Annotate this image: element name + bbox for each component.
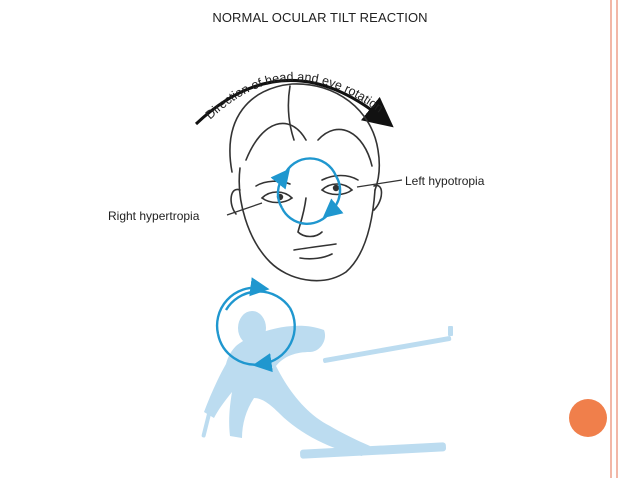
diagram-title: NORMAL OCULAR TILT REACTION [212, 10, 428, 25]
slide-edge-line-outer [610, 0, 612, 478]
head-rotation-arrow [194, 79, 394, 128]
right-hypertropia-leader-line [226, 202, 263, 216]
skier-silhouette [201, 311, 453, 459]
right-hypertropia-label: Right hypertropia [108, 209, 200, 223]
decorative-orb [569, 399, 607, 437]
left-hypotropia-leader-line [356, 179, 403, 188]
left-eye-pupil [332, 184, 340, 192]
body-rotation-circle-icon [215, 277, 296, 373]
slide-edge-line-inner [616, 0, 618, 478]
slide-edge-border [610, 0, 638, 478]
rotation-direction-label: Direction of head and eye rotation [203, 70, 386, 122]
head-drawing [229, 83, 383, 282]
eye-rotation-circle-icon [270, 157, 344, 225]
left-hypotropia-label: Left hypotropia [405, 174, 485, 188]
